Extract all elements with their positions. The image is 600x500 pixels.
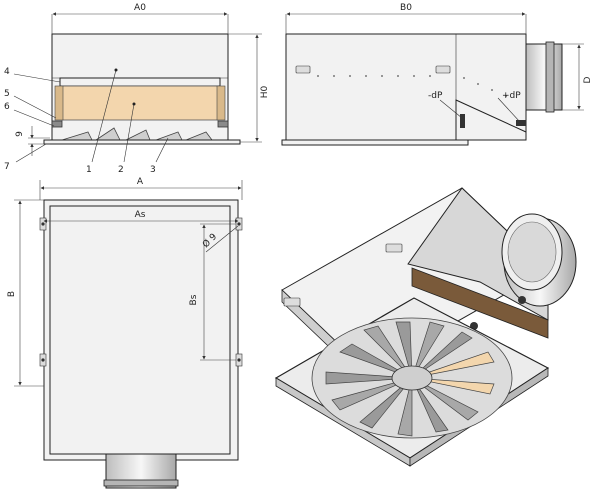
filter-frame-left [54, 85, 64, 121]
iso-hanger [283, 297, 301, 307]
clip-left [51, 120, 63, 128]
mounting-hole [41, 222, 45, 226]
side-taper [455, 99, 527, 141]
hole-leader [205, 225, 239, 253]
filter-frame-right [216, 85, 226, 121]
callout-7: 7 [4, 162, 10, 172]
callout-dot-2 [132, 102, 136, 106]
filter-media [61, 85, 219, 121]
callout-3: 3 [150, 165, 156, 175]
callout-leader-7 [15, 143, 47, 163]
spigot-ring [545, 41, 555, 113]
dim-a0-label: A0 [134, 3, 146, 13]
isometric-view [274, 187, 577, 467]
label-minus-dp: -dP [428, 91, 443, 101]
side-view: -dP +dP B0 D [281, 3, 593, 146]
faceplate-section [43, 139, 241, 145]
top-spigot-ring [103, 479, 179, 487]
callout-6: 6 [4, 102, 10, 112]
hanger-bracket [435, 65, 451, 74]
dim-as-label: As [135, 210, 146, 220]
pressure-port-minus [460, 114, 465, 128]
leader-plus-dp [497, 97, 521, 123]
callout-leader-3 [155, 137, 169, 163]
top-view: A As B Bs Ø 9 [7, 177, 243, 489]
clip-right [217, 120, 229, 128]
label-plus-dp: +dP [502, 91, 521, 101]
swirl-vanes-section [61, 127, 213, 141]
dim-d-label: D [583, 76, 593, 83]
dim-bs-label: Bs [189, 294, 199, 305]
callout-leader-2 [123, 103, 135, 163]
duct-spigot [525, 43, 563, 111]
mounting-hole [237, 222, 241, 226]
top-box [49, 205, 231, 455]
callout-leader-6 [13, 109, 55, 127]
iso-spigot-inner [507, 221, 557, 283]
rivet-row [317, 75, 507, 97]
hanger-bracket [295, 65, 311, 74]
dim-h0-label: H0 [260, 85, 270, 98]
callout-leader-1 [91, 69, 117, 163]
top-rail [59, 77, 221, 87]
callout-5: 5 [4, 89, 10, 99]
front-section-view: A0 H0 9 4 5 6 7 1 2 3 [4, 3, 270, 175]
callout-1: 1 [86, 165, 92, 175]
iso-filter-edge [411, 267, 549, 339]
callout-leader-5 [13, 95, 57, 119]
dim-gap-label: 9 [15, 131, 25, 137]
leader-minus-dp [439, 99, 463, 119]
callout-dot-1 [114, 68, 118, 72]
dim-a-label: A [137, 177, 144, 187]
dim-b-label: B [7, 291, 17, 297]
pressure-port-plus [516, 120, 526, 126]
iso-duct-spigot [501, 213, 577, 307]
iso-diffuser-hub [391, 365, 433, 391]
dim-b0-label: B0 [400, 3, 412, 13]
iso-swirl-diffuser [311, 317, 513, 439]
mounting-hole [41, 358, 45, 362]
iso-pressure-port [518, 296, 526, 304]
side-faceplate [281, 139, 469, 146]
mounting-hole [237, 358, 241, 362]
callout-leader-4 [13, 73, 61, 83]
callout-2: 2 [118, 165, 124, 175]
callout-4: 4 [4, 67, 10, 77]
iso-hanger [385, 243, 403, 253]
